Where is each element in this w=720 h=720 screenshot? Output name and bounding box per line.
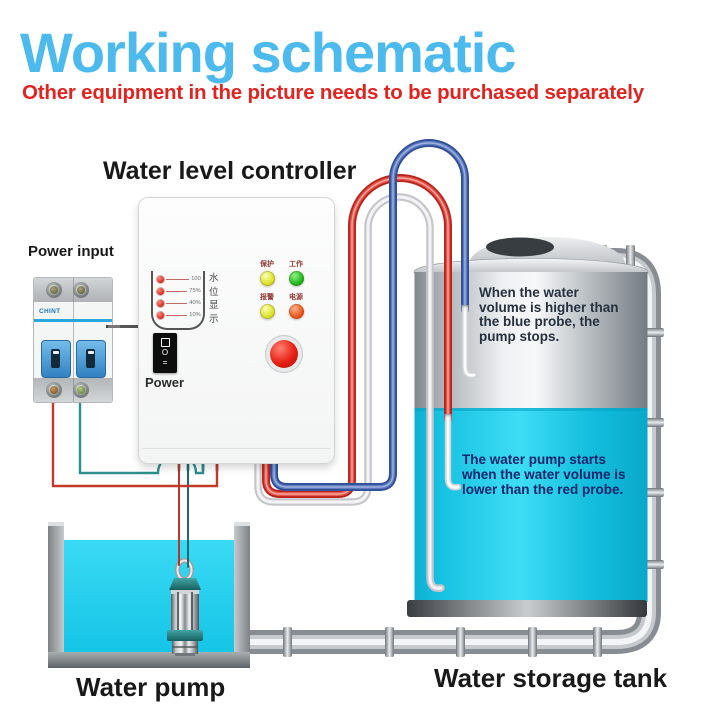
screw-icon xyxy=(73,382,89,398)
basin-wall-left xyxy=(48,522,64,668)
water-storage-tank-label: Water storage tank xyxy=(434,663,668,693)
pump-body xyxy=(171,590,199,630)
pump-band xyxy=(167,630,203,641)
pipe-collar xyxy=(283,627,292,657)
toggle-slot xyxy=(86,349,95,368)
level-label: 40% xyxy=(189,300,201,306)
breaker-stripe xyxy=(34,319,112,322)
basin-floor xyxy=(48,652,250,668)
led-protection-indicator xyxy=(259,271,275,286)
pipe-collar xyxy=(385,627,394,657)
led-label: 工作 xyxy=(289,261,303,268)
annotation-pump-stops: When the water volume is higher than the… xyxy=(479,285,619,344)
led-label: 报警 xyxy=(260,294,274,301)
tank-water xyxy=(414,408,648,602)
pump-cap xyxy=(169,578,201,590)
switch-on-glyph: = xyxy=(162,358,168,367)
water-level-indicator: 100 75% 40% 10% xyxy=(151,271,205,330)
led-label: 保护 xyxy=(260,261,274,268)
level-dot-icon xyxy=(157,299,164,307)
water-level-controller: 100 75% 40% 10% 水位显示 保护 工作 xyxy=(138,197,335,464)
breaker-brand: CHINT xyxy=(39,308,61,315)
led-power-indicator xyxy=(288,304,304,319)
tank-base xyxy=(407,600,647,617)
breaker-divider xyxy=(72,278,74,402)
level-display-caption: 水位显示 xyxy=(209,273,219,325)
level-dot-icon xyxy=(157,287,164,295)
basin-water xyxy=(60,540,238,654)
level-line xyxy=(166,278,189,280)
supply-wire-red xyxy=(51,396,219,488)
pipe-collar xyxy=(528,627,537,657)
led-label: 电源 xyxy=(289,294,303,301)
level-line xyxy=(166,314,187,316)
red-probe-tip xyxy=(444,414,462,491)
probe-cables xyxy=(254,139,478,593)
probe-cable-white xyxy=(254,193,445,593)
level-label: 100 xyxy=(191,276,201,282)
level-dot-icon xyxy=(157,275,164,283)
water-pump-figure xyxy=(167,558,203,656)
controller-label: Water level controller xyxy=(103,157,357,185)
circuit-breaker: CHINT xyxy=(33,277,113,403)
screw-icon xyxy=(46,382,62,398)
level-dot-icon xyxy=(157,311,164,319)
basin-wall-right xyxy=(234,522,250,668)
breaker-toggle-right xyxy=(76,340,106,378)
switch-off-glyph: O xyxy=(161,348,169,357)
pipe-collar xyxy=(456,627,465,657)
pipe-collar xyxy=(593,627,602,657)
breaker-top-terminals xyxy=(34,278,112,302)
power-input-label: Power input xyxy=(28,243,114,260)
pump-basin xyxy=(48,522,250,668)
breaker-toggle-left xyxy=(41,340,71,378)
toggle-slot xyxy=(51,349,60,368)
page-title: Working schematic xyxy=(20,21,516,84)
screw-icon xyxy=(73,282,89,298)
tank-dome-cap xyxy=(486,237,554,257)
led-working-indicator xyxy=(288,271,304,286)
probe-cable-blue xyxy=(270,139,469,491)
red-button xyxy=(270,340,298,368)
led-alarm-indicator xyxy=(259,304,275,319)
page-subtitle: Other equipment in the picture needs to … xyxy=(22,81,644,104)
storage-tank xyxy=(407,237,649,617)
power-switch-label: Power xyxy=(145,375,185,390)
probe-cable-red xyxy=(262,174,452,498)
annotation-pump-starts: The water pump starts when the water vol… xyxy=(462,452,626,497)
level-label: 75% xyxy=(189,288,201,294)
power-switch: O = xyxy=(153,333,177,373)
breaker-bottom-terminals xyxy=(34,378,112,402)
blue-probe-tip xyxy=(461,305,478,379)
water-pump-label: Water pump xyxy=(76,672,226,702)
level-label: 10% xyxy=(189,312,201,318)
tank-waterline xyxy=(414,408,648,411)
level-line xyxy=(166,302,187,304)
screw-icon xyxy=(46,282,62,298)
panel-seam xyxy=(143,448,330,449)
switch-indicator-icon xyxy=(161,338,170,347)
level-line xyxy=(166,290,187,292)
